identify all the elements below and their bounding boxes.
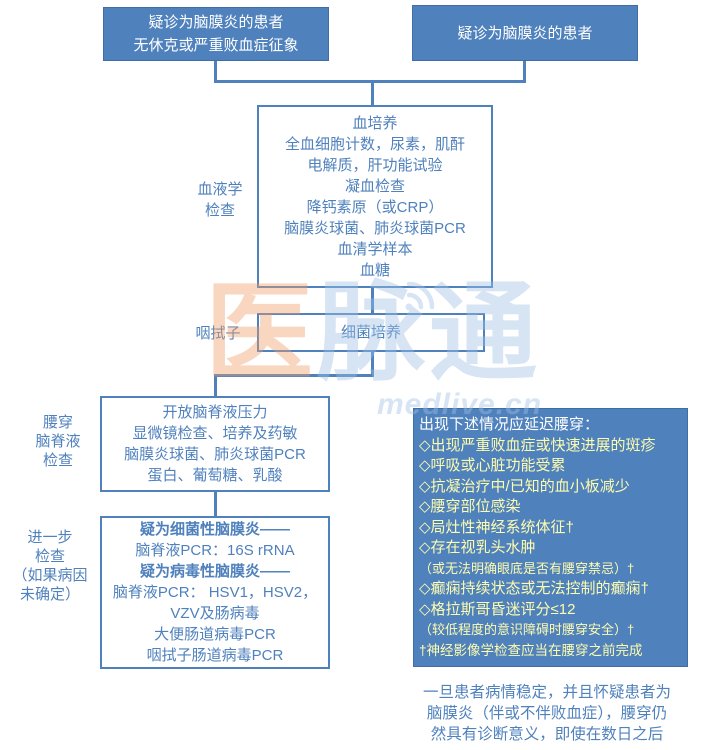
text-line: 血液学 [197, 181, 243, 198]
text-line: 咽拭子 [195, 325, 241, 342]
text-line: 大便肠道病毒PCR [154, 626, 276, 643]
connector-swab-down [371, 351, 374, 377]
node-suspected-meningitis-no-shock: 疑诊为脑膜炎的患者无休克或严重败血症征象 [103, 7, 329, 61]
text-line: 脑膜炎球菌、肺炎球菌PCR [124, 446, 306, 463]
text-line: ◇腰穿部位感染 [419, 498, 521, 515]
text-line: ◇局灶性神经系统体征† [419, 518, 574, 536]
connector-csf-to-further [214, 491, 217, 518]
connector-left-stem [214, 61, 217, 83]
text-line: 咽拭子肠道病毒PCR [146, 647, 284, 664]
label-hematology-tests: 血液学检查 [190, 179, 250, 221]
text-line: †神经影像学检查应当在腰穿之前完成 [419, 642, 643, 658]
text-line: 脑脊液PCR：16S rRNA [135, 542, 295, 559]
text-line: 开放脑脊液压力 [162, 404, 268, 421]
text-line: 疑诊为脑膜炎的患者 [457, 24, 593, 42]
text-line: 细菌培养 [340, 324, 401, 341]
text-line: 进一步 [27, 529, 73, 546]
text-line: 脑脊液 [35, 433, 81, 450]
text-line: （较低程度的意识障碍时腰穿安全）† [419, 622, 635, 637]
text-line: VZV及肠病毒 [170, 605, 260, 622]
text-line: 无休克或严重败血症征象 [133, 37, 299, 54]
text-line: 疑诊为脑膜炎的患者 [148, 14, 284, 31]
label-further-tests: 进一步检查 （如果病因未确定） [4, 528, 96, 604]
text-line: ◇存在视乳头水肿 [419, 539, 536, 556]
text-line: 未确定） [19, 586, 80, 603]
connector-elbow-horizontal [214, 374, 374, 377]
text-line: 腰穿 [42, 414, 73, 431]
text-line: ◇癫痫持续状态或无法控制的癫痫† [419, 580, 649, 597]
connector-right-stem [523, 61, 526, 83]
text-line: ◇出现严重败血症或快速进展的斑疹 [419, 436, 656, 454]
text-line: 凝血检查 [344, 177, 405, 195]
text-line: 血清学样本 [337, 240, 413, 258]
text-line: ◇抗凝治疗中/已知的血小板减少 [419, 477, 630, 495]
node-bacterial-culture: 细菌培养 [257, 313, 485, 352]
text-line: 血糖 [359, 261, 390, 279]
node-blood-tests: 血培养全血细胞计数，尿素，肌酐电解质，肝功能试验凝血检查降钙素原（或CRP） 脑膜… [257, 105, 493, 288]
text-line: 然具有诊断意义，即使在数日之后 [430, 726, 664, 743]
text-line: 检查 [34, 548, 65, 565]
text-line: 出现下述情况应延迟腰穿： [419, 416, 600, 433]
node-csf-tests: 开放脑脊液压力显微镜检查、培养及药敏脑膜炎球菌、肺炎球菌PCR 蛋白、葡萄糖、乳酸 [100, 396, 330, 492]
text-line: 显微镜检查、培养及药敏 [132, 425, 298, 442]
text-line: 脑脊液PCR： HSV1，HSV2， [112, 584, 318, 601]
footer-note: 一旦患者病情稳定，并且怀疑患者为脑膜炎（伴或不伴败血症），腰穿仍然具有诊断意义，… [399, 682, 695, 745]
text-line: 电解质，肝功能试验 [307, 156, 443, 174]
connector-top-horizontal [214, 80, 526, 83]
text-line: 一旦患者病情稳定，并且怀疑患者为 [422, 684, 671, 701]
node-further-tests: 疑为细菌性脑膜炎—— 脑脊液PCR：16S rRNA 疑为病毒性脑膜炎—— 脑脊液PC… [100, 516, 330, 669]
text-line: 检查 [204, 202, 235, 219]
connector-merge-stem [371, 80, 374, 107]
label-lumbar-puncture-csf: 腰穿脑脊液检查 [26, 413, 90, 470]
text-line: ◇呼吸或心脏功能受累 [419, 457, 566, 474]
node-suspected-meningitis: 疑诊为脑膜炎的患者 [412, 5, 638, 61]
text-line: 脑膜炎球菌、肺炎球菌PCR [284, 219, 466, 237]
delay-lumbar-puncture-box: 出现下述情况应延迟腰穿： ◇出现严重败血症或快速进展的斑疹 ◇呼吸或心脏功能受累 ◇抗… [413, 408, 688, 667]
text-line: 检查 [42, 452, 73, 469]
connector-elbow-down [214, 374, 217, 398]
text-line: 疑为病毒性脑膜炎—— [139, 563, 290, 580]
text-line: 降钙素原（或CRP） [306, 198, 444, 216]
text-line: 全血细胞计数，尿素，肌酐 [284, 135, 465, 153]
connector-blood-to-swab [371, 287, 374, 315]
text-line: ◇格拉斯哥昏迷评分≤12 [419, 600, 576, 618]
text-line: 疑为细菌性脑膜炎—— [139, 521, 290, 538]
text-line: 脑膜炎（伴或不伴败血症），腰穿仍 [426, 705, 668, 722]
text-line: （如果病因 [12, 567, 88, 584]
text-line: （或无法明确眼底是否有腰穿禁忌）† [419, 560, 635, 576]
text-line: 蛋白、葡萄糖、乳酸 [147, 467, 283, 484]
text-line: 血培养 [352, 114, 398, 132]
label-throat-swab: 咽拭子 [192, 324, 244, 344]
